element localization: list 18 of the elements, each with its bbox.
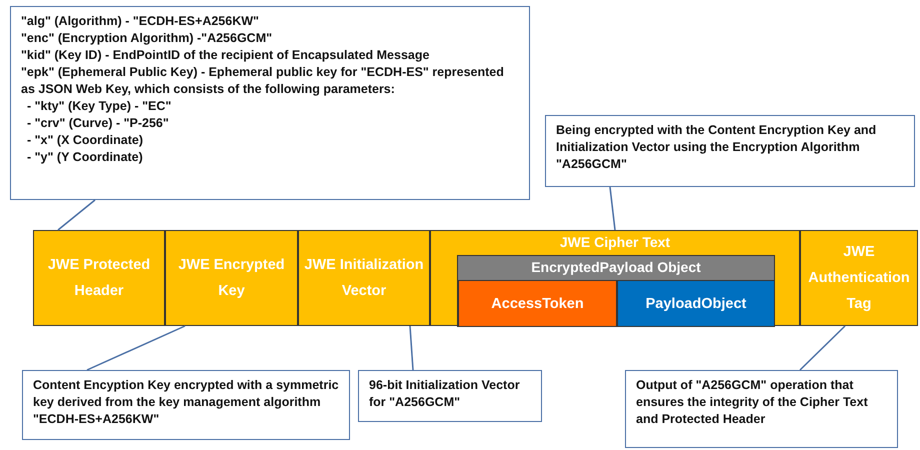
callout-box: Content Encyption Key encrypted with a symmetric key derived from the key management algorithm "ECDH-ES+A256KW" [22,370,350,440]
leader-line [58,199,96,231]
leader-line [799,325,846,371]
segment-box: JWE Protected Header [33,230,165,326]
segment-box: JWE Encrypted Key [165,230,298,326]
leader-line [409,326,414,370]
segment-box: JWE Initialization Vector [298,230,430,326]
segment-box: PayloadObject [617,280,775,327]
callout-box: Being encrypted with the Content Encryption Key and Initialization Vector using the Encryption Algorithm "A256GCM" [545,115,915,187]
callout-box: "alg" (Algorithm) - "ECDH-ES+A256KW" "enc" (Encryption Algorithm) -"A256GCM" "kid" (Key ID) - EndPointID of the recipient of Encapsulated Message "epk" (Ephemeral Public Key) - Ephemeral public key for "ECDH-ES" represented as JSON Web Key, which consists of the following parameters: - "kty" (Key Type) - "EC" - "crv" (Curve) - "P-256" - "x" (X Coordinate) - "y" (Y Coordinate) [10,6,530,200]
segment-title: EncryptedPayload Object [530,258,702,277]
callout-box: Output of "A256GCM" operation that ensures the integrity of the Cipher Text and Protected Header [625,370,898,448]
callout-box: 96-bit Initialization Vector for "A256GCM" [358,370,542,422]
leader-line [609,186,616,230]
segment-box: JWE Authentication Tag [800,230,918,326]
segment-title: JWE Cipher Text [558,233,672,252]
segment-box: AccessToken [458,280,617,327]
leader-line [86,325,186,371]
